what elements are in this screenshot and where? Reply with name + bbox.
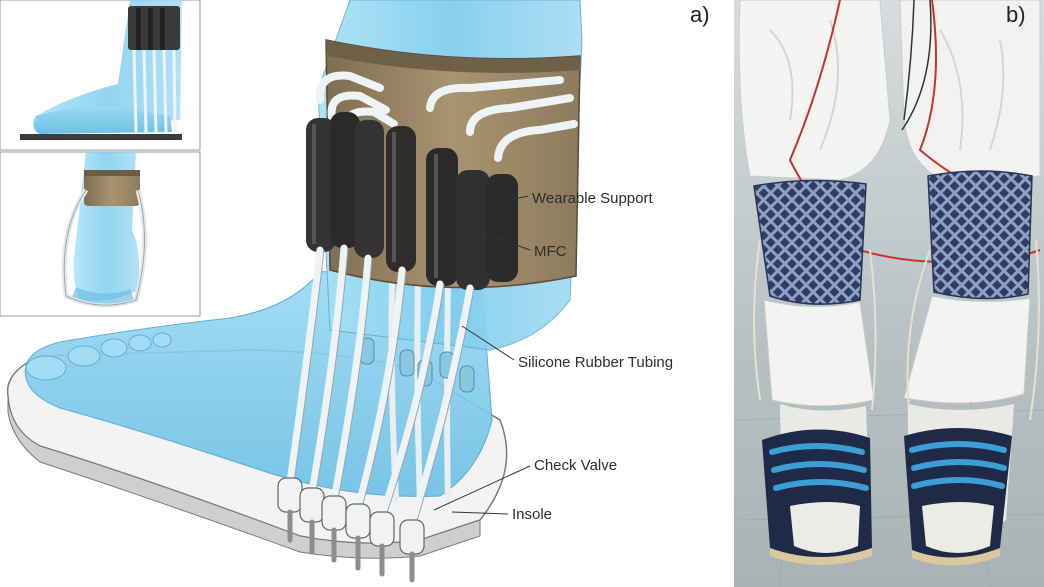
callout-mfc: MFC <box>534 243 567 260</box>
panel-label-b: b) <box>1006 2 1026 27</box>
photo-panel <box>733 0 1044 587</box>
inset-front-view <box>0 151 201 317</box>
panel-label-a: a) <box>690 2 710 27</box>
inset-mfc-bundle <box>128 6 180 133</box>
main-render <box>6 0 583 583</box>
valve-outlets <box>287 509 415 583</box>
front-tubing-edges <box>293 247 475 525</box>
leader-lines <box>433 195 531 515</box>
mfc-actuators <box>306 112 518 290</box>
callout-wearable-support: Wearable Support <box>532 190 653 207</box>
callout-silicone-rubber-tubing: Silicone Rubber Tubing <box>518 354 673 371</box>
callout-insole: Insole <box>512 506 552 523</box>
front-tubing <box>286 244 474 528</box>
toes <box>25 332 172 381</box>
inset-side-view <box>0 0 201 151</box>
callout-check-valve: Check Valve <box>534 457 617 474</box>
